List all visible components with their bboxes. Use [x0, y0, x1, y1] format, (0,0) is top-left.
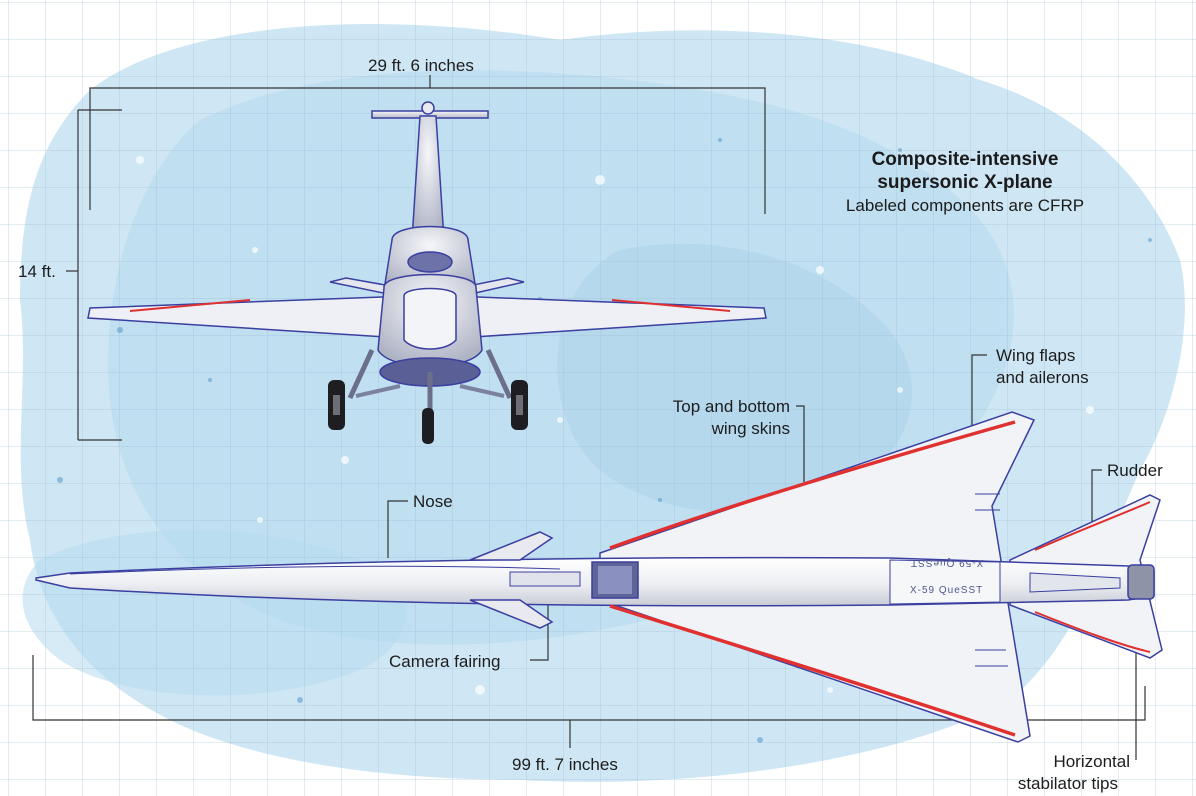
- flap-panel-lines: [975, 493, 1008, 667]
- span-dimension-label: 29 ft. 6 inches: [368, 56, 474, 75]
- fuselage-marking: X-59 QueSST: [910, 585, 984, 596]
- camera-fairing-label: Camera fairing: [389, 652, 501, 671]
- title-subtitle: Labeled components are CFRP: [845, 196, 1085, 215]
- stabilator-label-line-2: stabilator tips: [1017, 774, 1118, 793]
- height-dimension-label: 14 ft.: [18, 262, 56, 281]
- title-line-2: supersonic X-plane: [877, 172, 1053, 193]
- length-dimension-label: 99 ft. 7 inches: [512, 755, 618, 774]
- rudder-label: Rudder: [1107, 461, 1163, 480]
- wing-flaps-label-line-1: Wing flaps: [996, 346, 1076, 365]
- cfrp-highlights: [609, 420, 1151, 737]
- wing-skins-label-line-2: wing skins: [711, 419, 790, 438]
- stabilator-label-line-1: Horizontal: [1053, 752, 1130, 771]
- dimension-lines: [32, 75, 1146, 748]
- wing-flaps-label-line-2: and ailerons: [996, 368, 1089, 387]
- top-view-aircraft: [35, 411, 1163, 743]
- nose-label: Nose: [413, 492, 453, 511]
- fuselage-marking-mirrored: X-59 QueSST: [910, 557, 984, 568]
- wing-skins-label-line-1: Top and bottom: [672, 397, 790, 416]
- landing-gear-wheels: [328, 380, 528, 444]
- front-view-aircraft: [87, 101, 767, 412]
- diagram-title: Composite-intensive supersonic X-plane L…: [790, 148, 1140, 217]
- title-line-1: Composite-intensive: [871, 149, 1059, 170]
